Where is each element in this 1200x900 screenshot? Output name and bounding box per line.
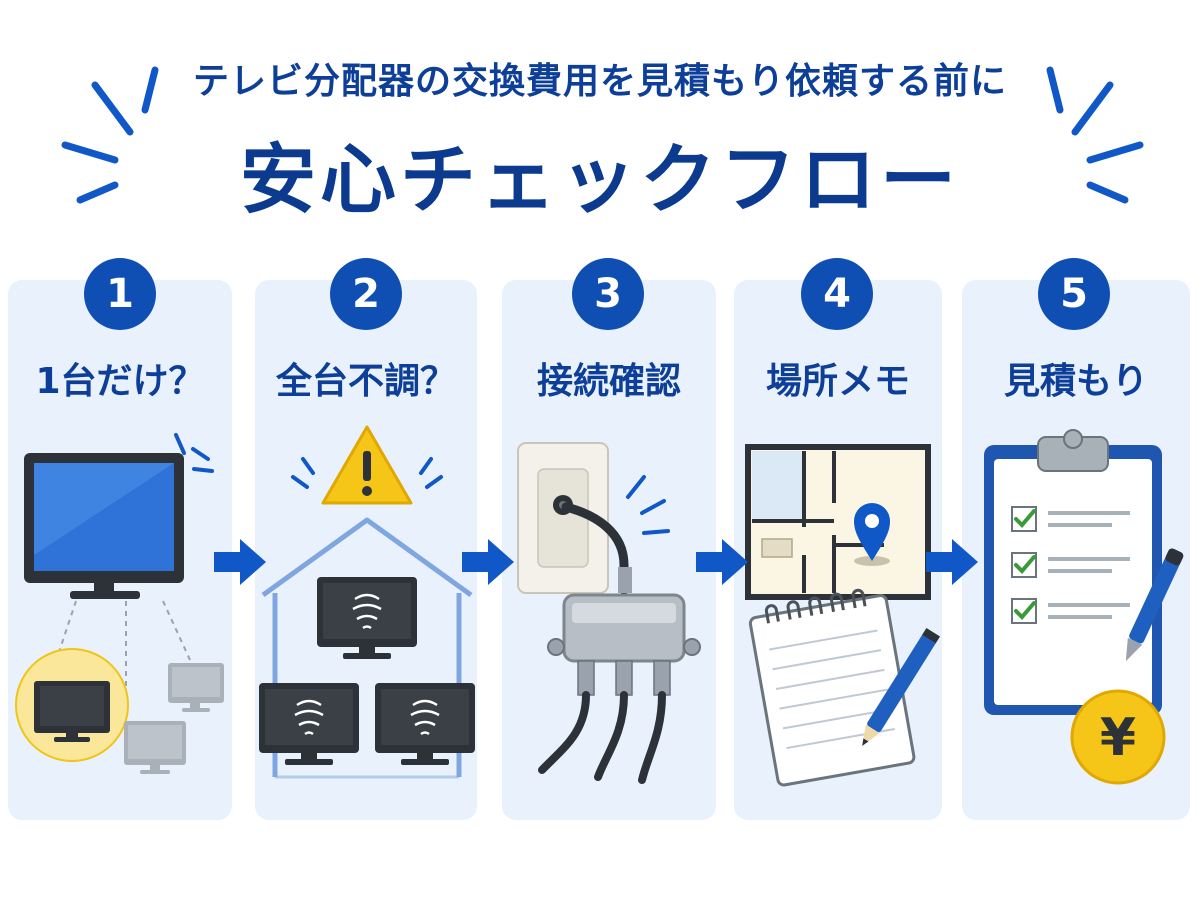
gray-tv-icon-bottom — [124, 721, 186, 774]
notepad-icon — [748, 588, 916, 787]
all-tvs-illustration — [259, 425, 475, 779]
page-subtitle: テレビ分配器の交換費用を見積もり依頼する前に — [192, 61, 1007, 102]
step-5-number-badge: 5 — [1038, 258, 1110, 330]
step-1-label: 1台だけ？ — [35, 361, 205, 402]
location-memo-illustration — [745, 444, 940, 787]
step-4-label: 場所メモ — [765, 361, 910, 402]
pen-icon — [1125, 548, 1184, 662]
arrow-right-icon-3 — [696, 539, 748, 585]
step-1-number-badge: 1 — [84, 258, 156, 330]
signal-waves-icon — [174, 433, 214, 473]
tv-noise-icon-top — [317, 577, 417, 659]
page-title: 安心チェックフロー — [240, 135, 960, 224]
step-4-number-badge: 4 — [801, 258, 873, 330]
tv-noise-icon-right — [375, 683, 475, 765]
step-5-label: 見積もり — [1003, 361, 1148, 402]
pencil-icon — [862, 628, 940, 746]
step-2-label: 全台不調？ — [275, 361, 456, 402]
checklist-icon — [1011, 506, 1130, 624]
arrow-right-icon-1 — [214, 539, 266, 585]
tv-noise-icon-left — [259, 683, 359, 765]
svg-text:¥: ¥ — [1100, 708, 1136, 768]
yen-coin-icon: ¥ — [1070, 689, 1166, 785]
splitter-icon — [547, 567, 701, 696]
tv-large-icon — [24, 453, 184, 599]
step-2-number-badge: 2 — [330, 258, 402, 330]
step-3-label: 接続確認 — [536, 361, 681, 402]
arrow-right-icon-2 — [462, 539, 514, 585]
floor-plan-icon — [745, 444, 931, 600]
gray-tv-icon-right — [168, 663, 224, 712]
arrow-right-icon-4 — [926, 539, 978, 585]
warning-icon — [321, 425, 413, 505]
highlighted-tv-icon — [15, 648, 129, 762]
estimate-illustration: ¥ — [984, 429, 1184, 785]
single-tv-illustration — [15, 433, 224, 774]
header: テレビ分配器の交換費用を見積もり依頼する前に 安心チェックフロー — [0, 0, 1200, 250]
wall-outlet-icon — [517, 442, 609, 594]
location-pin-icon — [854, 503, 890, 566]
connection-check-illustration — [517, 442, 701, 784]
emphasis-burst-left-icon — [61, 66, 159, 204]
emphasis-burst-right-icon — [1046, 66, 1144, 204]
output-cables-icon — [538, 691, 666, 784]
step-3-number-badge: 3 — [572, 258, 644, 330]
